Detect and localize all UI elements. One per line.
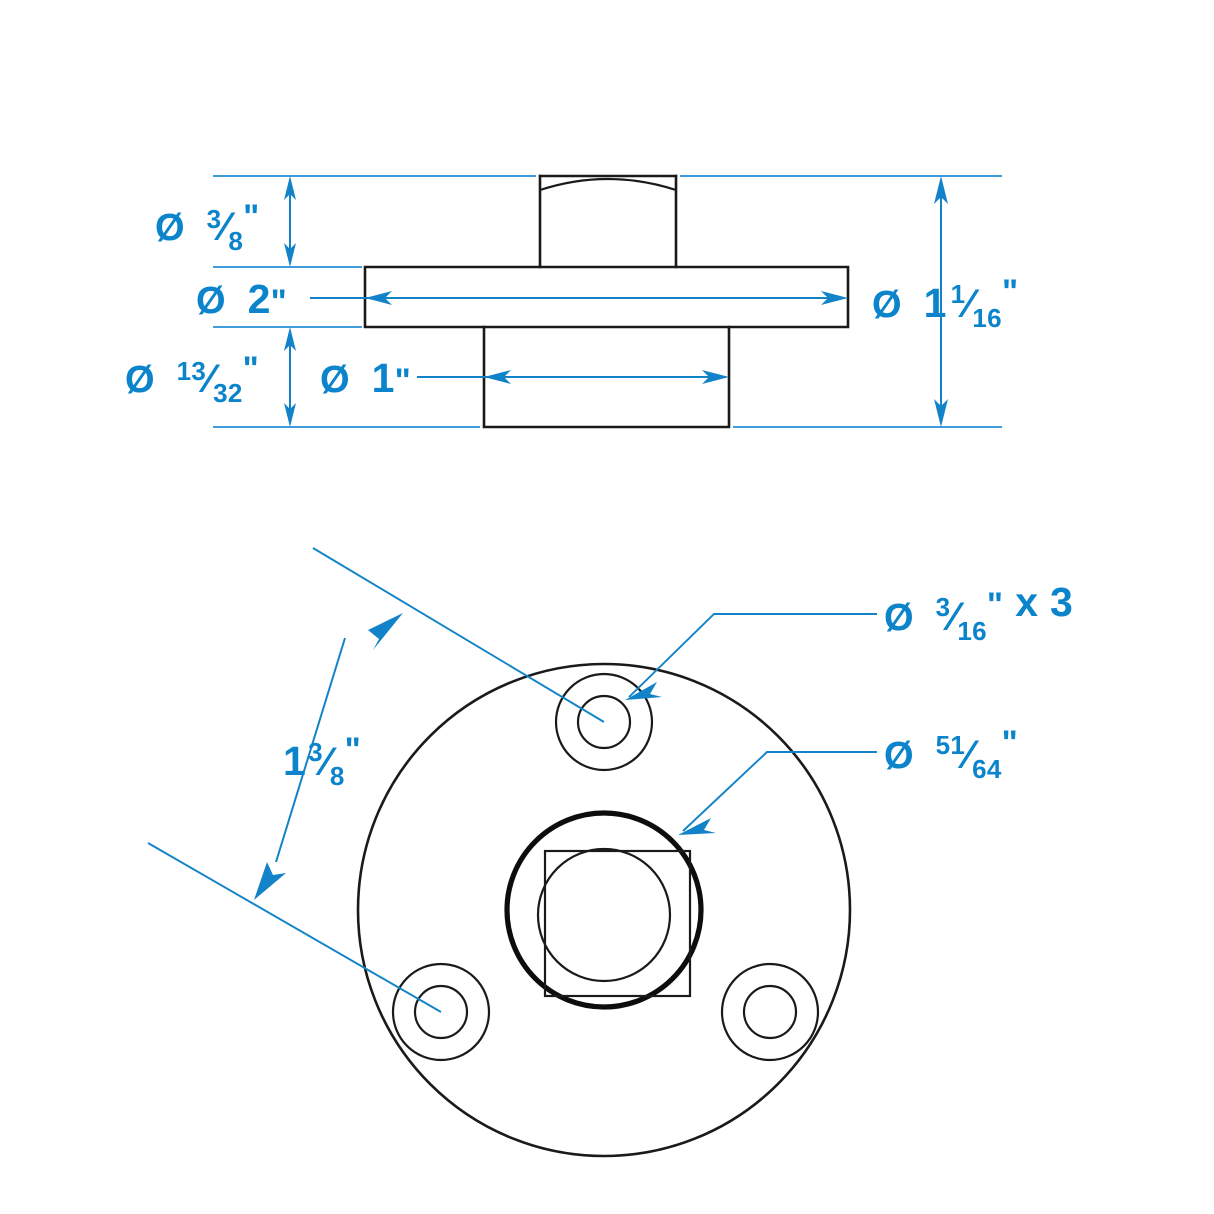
center-bore-diameter-label: Ø 51⁄64": [884, 724, 1018, 784]
fraction-denominator: 16: [972, 303, 1002, 333]
boss-diameter-label: Ø 1": [320, 355, 411, 401]
stub-height-dimension: Ø 3⁄8": [155, 176, 296, 267]
center-square-outline: [543, 849, 692, 998]
dim-line-bolt-circle: [275, 637, 346, 863]
arrow-leader-center-bore: [678, 818, 716, 835]
bolt-hole-bottom-left: [391, 962, 491, 1062]
bolt-hole-bottom-right: [720, 962, 820, 1062]
stub-height-label: Ø 3⁄8": [155, 198, 260, 256]
bolt-hole-diameter-callout: Ø 3⁄16"x 3: [625, 579, 1073, 700]
bolt-hole-br-counterbore: [720, 962, 820, 1062]
fraction-denominator: 8: [330, 761, 345, 791]
whole-number: 1: [924, 280, 947, 326]
inch-mark: ": [395, 362, 411, 400]
inch-mark: ": [345, 731, 361, 769]
center-boss-circle: [504, 810, 704, 1010]
arrow-up-boss-height: [284, 327, 296, 351]
flange-plate-outline: [363, 265, 850, 329]
stub-outline: [538, 174, 678, 269]
bolt-hole-top-counterbore: [554, 672, 654, 772]
fraction-numerator: 51: [936, 730, 966, 760]
inch-mark: ": [243, 350, 259, 388]
quantity-label: x 3: [1015, 579, 1073, 625]
arrow-up-overall-height: [934, 176, 948, 204]
leader-line-center-bore: [682, 751, 877, 832]
bolt-hole-br-bore: [742, 984, 798, 1040]
bolt-hole-diameter-label: Ø 3⁄16"x 3: [884, 579, 1073, 646]
diameter-symbol: Ø: [884, 735, 914, 777]
inch-mark: ": [1002, 273, 1018, 311]
fraction-denominator: 64: [972, 754, 1002, 784]
flange-outer-circle: [356, 662, 852, 1158]
fraction-denominator: 16: [957, 616, 987, 646]
fraction-numerator: 3: [207, 204, 222, 234]
bolt-hole-top-bore: [576, 694, 632, 750]
diameter-symbol: Ø: [125, 359, 155, 401]
bolt-hole-bl-bore: [413, 984, 469, 1040]
ext-line-bolt-circle-upper: [312, 547, 605, 723]
flange-diameter-dimension: Ø 2": [196, 276, 848, 322]
arrow-lower-bolt-circle: [254, 862, 286, 900]
plan-top-view: 13⁄8" Ø 3⁄16"x 3 Ø 51⁄64": [147, 547, 1073, 1158]
bolt-circle-label: 13⁄8": [283, 731, 361, 791]
fraction-denominator: 8: [228, 226, 243, 256]
bolt-hole-top: [554, 672, 654, 772]
center-bore-diameter-callout: Ø 51⁄64": [678, 724, 1018, 835]
fraction-numerator: 3: [936, 592, 951, 622]
boss-diameter-dimension: Ø 1": [320, 355, 729, 401]
side-elevation-view: Ø 3⁄8" Ø 2" Ø 13⁄32" Ø: [125, 174, 1018, 429]
boss-height-label: Ø 13⁄32": [125, 350, 259, 408]
flange-diameter-label: Ø 2": [196, 276, 287, 322]
center-bore-circle: [536, 847, 672, 983]
arrow-right-boss-dia: [702, 370, 729, 384]
arrow-right-flange-dia: [821, 291, 848, 305]
diameter-symbol: Ø: [155, 207, 185, 249]
inch-mark: ": [243, 198, 259, 236]
fraction-numerator: 3: [308, 737, 323, 767]
arrow-leader-bolt-hole: [625, 682, 662, 700]
arrow-upper-bolt-circle: [368, 613, 403, 650]
bolt-hole-bl-counterbore: [391, 962, 491, 1062]
inch-mark: ": [1002, 724, 1018, 762]
diameter-symbol: Ø: [872, 284, 902, 326]
arrow-left-boss-dia: [484, 370, 511, 384]
fraction-numerator: 13: [177, 356, 207, 386]
bolt-circle-dimension: 13⁄8": [147, 547, 605, 1013]
flange-rect: [363, 265, 850, 329]
ext-line-bolt-circle-lower: [147, 842, 442, 1013]
diameter-symbol: Ø: [884, 597, 914, 639]
fraction-denominator: 32: [213, 378, 243, 408]
arrow-down-stub-height: [284, 243, 296, 267]
side-view-extension-lines: [213, 175, 1002, 428]
stub-crown-arc: [539, 177, 677, 192]
inch-mark: ": [271, 283, 287, 321]
fraction-numerator: 1: [951, 279, 966, 309]
arrow-up-stub-height: [284, 176, 296, 200]
arrow-left-flange-dia: [365, 291, 392, 305]
whole-number: 2: [248, 276, 271, 322]
diameter-symbol: Ø: [196, 280, 226, 322]
boss-height-dimension: Ø 13⁄32": [125, 327, 296, 427]
leader-line-bolt-hole: [628, 613, 877, 698]
arrow-down-overall-height: [934, 399, 948, 427]
whole-number: 1: [372, 355, 395, 401]
whole-number: 1: [283, 738, 306, 784]
diameter-symbol: Ø: [320, 359, 350, 401]
inch-mark: ": [987, 586, 1003, 624]
arrow-down-boss-height: [284, 403, 296, 427]
